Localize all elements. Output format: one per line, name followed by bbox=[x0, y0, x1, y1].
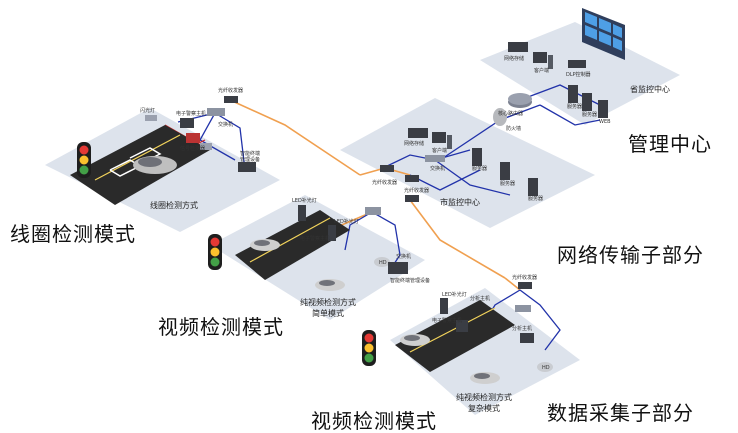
mgmt-device-video bbox=[388, 262, 408, 274]
label-data-collection-subsystem: 数据采集子部分 bbox=[547, 401, 694, 425]
label-network-subsystem: 网络传输子部分 bbox=[557, 243, 704, 267]
caption-video-simple-2: 简单模式 bbox=[312, 308, 344, 318]
caption-city-center: 市监控中心 bbox=[440, 197, 480, 207]
zone-province bbox=[480, 22, 680, 125]
client-city bbox=[432, 132, 452, 149]
caption-video-simple-1: 纯视频检测方式 bbox=[300, 297, 356, 307]
analysis-host-1 bbox=[456, 320, 468, 332]
label-hd-1: HD bbox=[379, 260, 387, 266]
switch-complex bbox=[515, 305, 531, 312]
label-server-city-3: 服务器 bbox=[528, 195, 543, 202]
traffic-light-video-simple bbox=[208, 234, 222, 270]
servers-province bbox=[568, 85, 608, 118]
label-led-fill-2: LED补光灯 bbox=[334, 218, 359, 225]
caption-province-center: 省监控中心 bbox=[630, 84, 670, 94]
police-host-loop bbox=[180, 118, 194, 128]
label-client-prov: 客户端 bbox=[534, 67, 549, 74]
label-hd-2: HD bbox=[542, 365, 550, 371]
label-flash-light: 闪光灯 bbox=[140, 107, 155, 114]
traffic-light-loop bbox=[77, 142, 91, 178]
zone-video-complex bbox=[390, 288, 580, 415]
label-server-prov-3: WEB bbox=[599, 119, 611, 125]
label-smart-mgmt: 智能终端管理设备 bbox=[390, 277, 430, 284]
label-core-router: 核心路由器 bbox=[498, 110, 523, 117]
label-fiber-top: 光纤收发器 bbox=[218, 87, 243, 94]
label-management-center: 管理中心 bbox=[628, 132, 712, 156]
camera-loop bbox=[200, 143, 212, 150]
label-server-city-2: 服务器 bbox=[500, 180, 515, 187]
firewall-device bbox=[493, 108, 507, 126]
label-video-detection-mode-2: 视频检测模式 bbox=[311, 409, 437, 433]
label-police-host-2: 电子警察主机 bbox=[300, 235, 330, 242]
fiber-transceivers-city bbox=[380, 165, 419, 202]
storage-province bbox=[508, 42, 528, 52]
label-police-host: 电子警察主机 bbox=[176, 110, 206, 117]
caption-video-complex-2: 复杂模式 bbox=[468, 403, 500, 413]
smart-terminal-loop bbox=[238, 162, 256, 172]
label-loop-detection-mode: 线圈检测模式 bbox=[10, 222, 136, 246]
switch-mid bbox=[365, 207, 381, 215]
caption-video-complex-1: 纯视频检测方式 bbox=[456, 392, 512, 402]
servers-city bbox=[472, 148, 538, 196]
label-video-detection-mode-1: 视频检测模式 bbox=[158, 315, 284, 339]
label-client-city: 客户端 bbox=[432, 147, 447, 154]
label-switch-city: 交换机 bbox=[430, 165, 445, 172]
switch-loop bbox=[207, 108, 225, 116]
led-fill-1 bbox=[298, 205, 306, 221]
fiber-transceiver-right bbox=[518, 282, 532, 289]
client-province bbox=[533, 52, 553, 69]
label-led-fill-3: LED补光灯 bbox=[442, 291, 467, 298]
analysis-host-2 bbox=[520, 333, 534, 343]
traffic-light-video-complex bbox=[362, 330, 376, 366]
label-dlp: DLP控制器 bbox=[566, 71, 591, 78]
router-core bbox=[508, 93, 532, 108]
label-storage-city: 网络存储 bbox=[404, 140, 424, 147]
storage-city bbox=[408, 128, 428, 138]
label-led-fill-1: LED补光灯 bbox=[292, 197, 317, 204]
label-firewall: 防火墙 bbox=[506, 125, 521, 132]
label-storage-prov: 网络存储 bbox=[504, 55, 524, 62]
signal-detector-loop bbox=[186, 133, 200, 143]
switch-city bbox=[425, 155, 445, 162]
label-switch-loop: 交换机 bbox=[218, 121, 233, 128]
label-smart-terminal-1: 智能终端 bbox=[240, 150, 260, 157]
label-fiber-mid: 光纤收发器 bbox=[372, 179, 397, 186]
label-signal-detector: 信号检测器 bbox=[180, 145, 205, 152]
label-server-prov-2: 服务器 bbox=[582, 111, 597, 118]
led-fill-3 bbox=[440, 298, 448, 314]
hd-camera-2 bbox=[537, 362, 553, 372]
flash-light-loop bbox=[145, 115, 157, 121]
label-switch-video: 交换机 bbox=[396, 253, 411, 260]
caption-loop-zone: 线圈检测方式 bbox=[150, 200, 198, 210]
label-server-prov-1: 服务器 bbox=[567, 103, 582, 110]
video-wall bbox=[582, 8, 625, 60]
car-video-complex-1 bbox=[400, 334, 430, 346]
car-video-complex-2 bbox=[470, 372, 500, 384]
fiber-transceiver-top bbox=[224, 96, 238, 103]
hd-camera-1 bbox=[374, 257, 390, 267]
car-video-simple-1 bbox=[250, 239, 280, 251]
zone-video-simple bbox=[210, 195, 425, 320]
label-smart-terminal-2: 管理设备 bbox=[240, 156, 260, 163]
led-fill-2 bbox=[328, 225, 336, 241]
label-server-city-1: 服务器 bbox=[472, 165, 487, 172]
car-video-simple-2 bbox=[315, 279, 345, 291]
label-fiber-city: 光纤收发器 bbox=[404, 187, 429, 194]
label-police-host-3: 电子警察主机 bbox=[432, 317, 462, 324]
car-loop bbox=[133, 156, 177, 174]
label-split-host-2: 分析主机 bbox=[512, 325, 532, 332]
dlp-controller bbox=[568, 60, 586, 68]
label-fiber-right: 光纤收发器 bbox=[512, 274, 537, 281]
label-split-host: 分析主机 bbox=[470, 295, 490, 302]
